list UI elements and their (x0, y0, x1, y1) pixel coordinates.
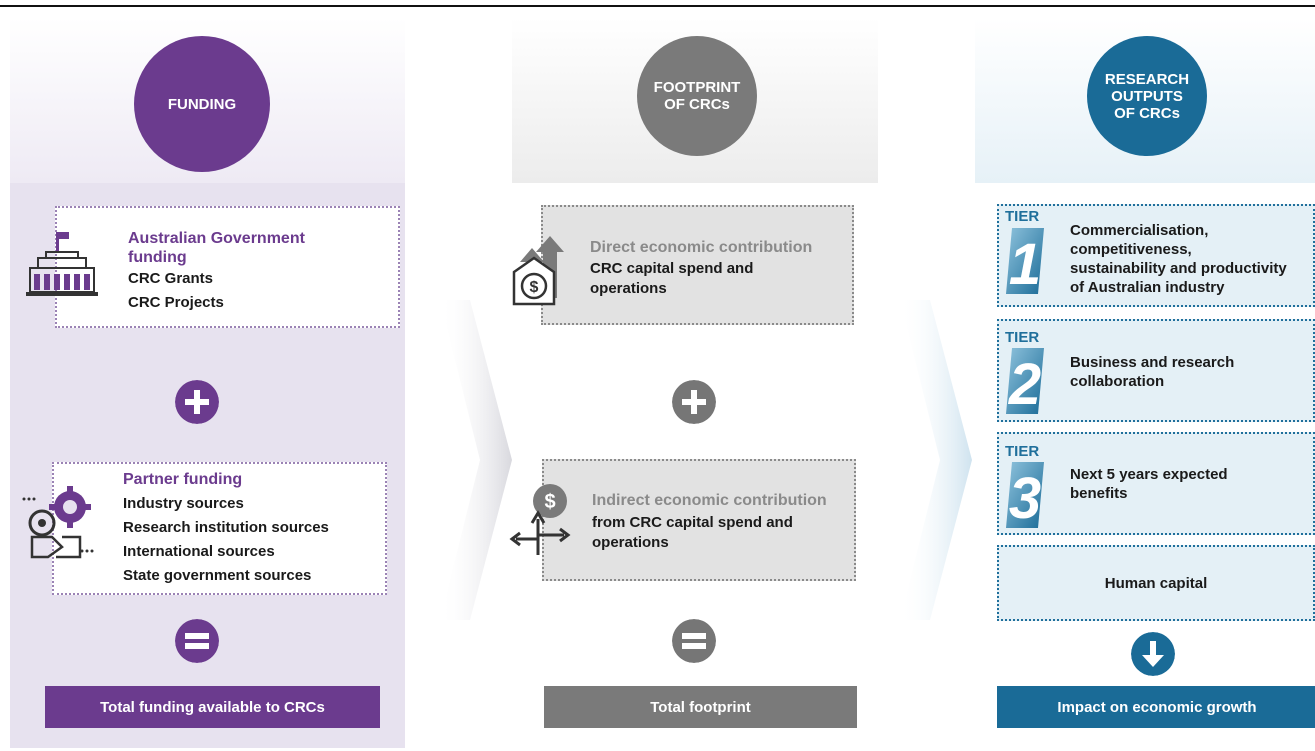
svg-text:2: 2 (1008, 352, 1041, 414)
tier-number-icon: 3 (1006, 462, 1044, 528)
gov-funding-title-line2: funding (128, 249, 187, 266)
chevron-arrow-icon (900, 300, 972, 620)
direct-title: Direct economic contribution (590, 239, 813, 256)
partner-funding-item: Industry sources (123, 495, 244, 512)
svg-text:$: $ (530, 279, 539, 296)
tier-1-line: competitiveness, (1070, 241, 1192, 258)
indirect-line: from CRC capital spend and (592, 514, 793, 531)
partner-funding-item: International sources (123, 543, 275, 560)
tier-1-line: of Australian industry (1070, 279, 1225, 296)
chevron-arrow-icon (440, 300, 512, 620)
impact-growth-bar: Impact on economic growth (997, 686, 1315, 728)
top-rule (0, 5, 1315, 7)
footprint-column: FOOTPRINT OF CRCs $ Direct economic cont… (509, 18, 878, 748)
parliament-building-icon (26, 232, 98, 296)
funding-column: FUNDING Australian Government funding CR… (10, 18, 405, 748)
indirect-contribution-box (542, 459, 856, 581)
partner-funding-title: Partner funding (123, 471, 243, 488)
footprint-circle: FOOTPRINT OF CRCs (637, 36, 757, 156)
tier-number-icon: 2 (1006, 348, 1044, 414)
svg-text:1: 1 (1009, 232, 1041, 294)
svg-text:3: 3 (1009, 466, 1041, 528)
total-footprint-bar: Total footprint (544, 686, 857, 728)
plus-icon (175, 380, 219, 424)
tier-2-line: Business and research (1070, 354, 1235, 371)
indirect-line: operations (592, 534, 669, 551)
gov-funding-item: CRC Projects (128, 294, 224, 311)
indirect-title: Indirect economic contribution (592, 492, 827, 509)
gov-funding-item: CRC Grants (128, 270, 214, 287)
tier-1-box (997, 204, 1315, 307)
gears-handshake-icon (22, 486, 94, 559)
tier-1-line: sustainability and productivity (1070, 260, 1287, 277)
tier-1-label: TIER (1005, 208, 1040, 225)
down-arrow-icon (1131, 632, 1175, 676)
tier-2-box (997, 319, 1315, 422)
research-circle: RESEARCH OUTPUTS OF CRCs (1087, 36, 1207, 156)
direct-line: operations (590, 280, 667, 297)
tier-2-line: collaboration (1070, 373, 1165, 390)
partner-funding-item: State government sources (123, 567, 312, 584)
tier-number-icon: 1 (1006, 228, 1044, 294)
research-column: RESEARCH OUTPUTS OF CRCs TIER 1 Commerci… (975, 18, 1315, 748)
partner-funding-item: Research institution sources (123, 519, 329, 536)
equals-icon (672, 619, 716, 663)
funding-circle: FUNDING (134, 36, 270, 172)
government-funding-box (55, 206, 400, 328)
tier-3-line: benefits (1070, 485, 1128, 502)
human-capital-box (997, 545, 1315, 621)
human-capital-label: Human capital (1104, 575, 1208, 592)
tier-1-line: Commercialisation, (1070, 222, 1209, 239)
direct-line: CRC capital spend and (590, 260, 754, 277)
partner-funding-box (52, 462, 387, 595)
plus-icon (672, 380, 716, 424)
svg-text:$: $ (544, 491, 555, 513)
direct-contribution-box (541, 205, 854, 325)
money-growth-house-icon: $ (512, 236, 564, 306)
tier-3-line: Next 5 years expected (1070, 466, 1228, 483)
tier-2-label: TIER (1005, 329, 1040, 346)
gov-funding-title-line1: Australian Government (128, 230, 305, 247)
equals-icon (175, 619, 219, 663)
total-funding-bar: Total funding available to CRCs (45, 686, 380, 728)
tier-3-box (997, 432, 1315, 535)
tier-3-label: TIER (1005, 443, 1040, 460)
dollar-branching-arrows-icon: $ (509, 484, 571, 555)
